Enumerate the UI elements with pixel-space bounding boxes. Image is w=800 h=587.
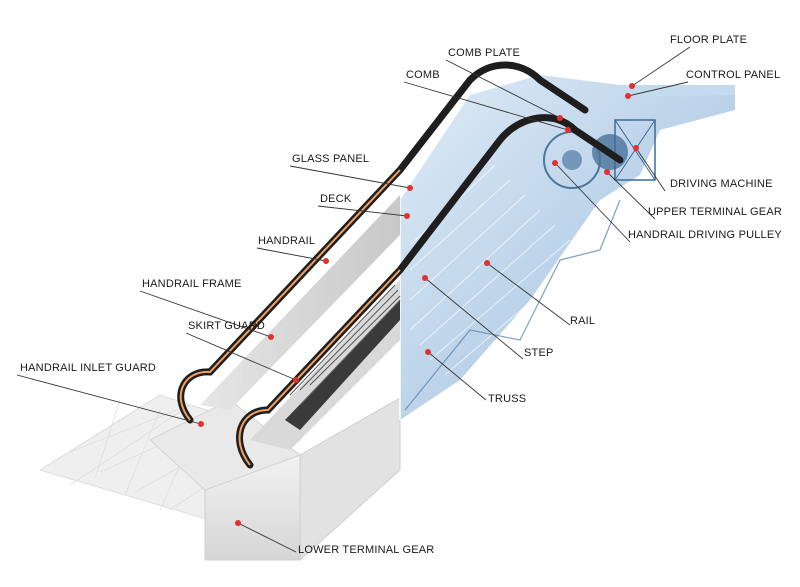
label-skirt-guard: SKIRT GUARD — [188, 320, 265, 332]
marker-handrail-driving-pulley — [552, 160, 558, 166]
label-control-panel: CONTROL PANEL — [686, 69, 781, 81]
marker-control-panel — [625, 93, 631, 99]
balustrade — [200, 195, 401, 450]
label-rail: RAIL — [570, 315, 596, 327]
marker-comb-plate — [557, 115, 563, 121]
marker-deck — [404, 213, 410, 219]
label-step: STEP — [524, 347, 554, 359]
marker-lower-terminal-gear — [235, 520, 241, 526]
marker-rail — [484, 260, 490, 266]
marker-handrail-inlet-guard — [198, 421, 204, 427]
marker-upper-terminal-gear — [604, 169, 610, 175]
label-floor-plate: FLOOR PLATE — [670, 34, 748, 46]
marker-handrail — [323, 258, 329, 264]
marker-skirt-guard — [293, 377, 299, 383]
marker-driving-machine — [633, 145, 639, 151]
marker-glass-panel — [407, 185, 413, 191]
marker-floor-plate — [629, 83, 635, 89]
label-handrail-driving-pulley: HANDRAIL DRIVING PULLEY — [628, 229, 782, 241]
marker-handrail-frame — [268, 334, 274, 340]
label-handrail: HANDRAIL — [258, 235, 316, 247]
marker-truss — [425, 349, 431, 355]
label-glass-panel: GLASS PANEL — [292, 153, 370, 165]
label-comb: COMB — [406, 69, 440, 81]
label-handrail-inlet-guard: HANDRAIL INLET GUARD — [20, 362, 157, 374]
label-lower-terminal-gear: LOWER TERMINAL GEAR — [298, 544, 435, 556]
label-driving-machine: DRIVING MACHINE — [670, 178, 773, 190]
label-handrail-frame: HANDRAIL FRAME — [142, 278, 242, 290]
label-upper-terminal-gear: UPPER TERMINAL GEAR — [648, 206, 782, 218]
leader-lines — [16, 46, 691, 553]
label-truss: TRUSS — [488, 393, 527, 405]
label-comb-plate: COMB PLATE — [448, 47, 521, 59]
markers — [198, 83, 639, 526]
label-deck: DECK — [320, 193, 352, 205]
marker-step — [422, 275, 428, 281]
marker-comb — [565, 127, 571, 133]
lower-wall — [149, 397, 401, 562]
